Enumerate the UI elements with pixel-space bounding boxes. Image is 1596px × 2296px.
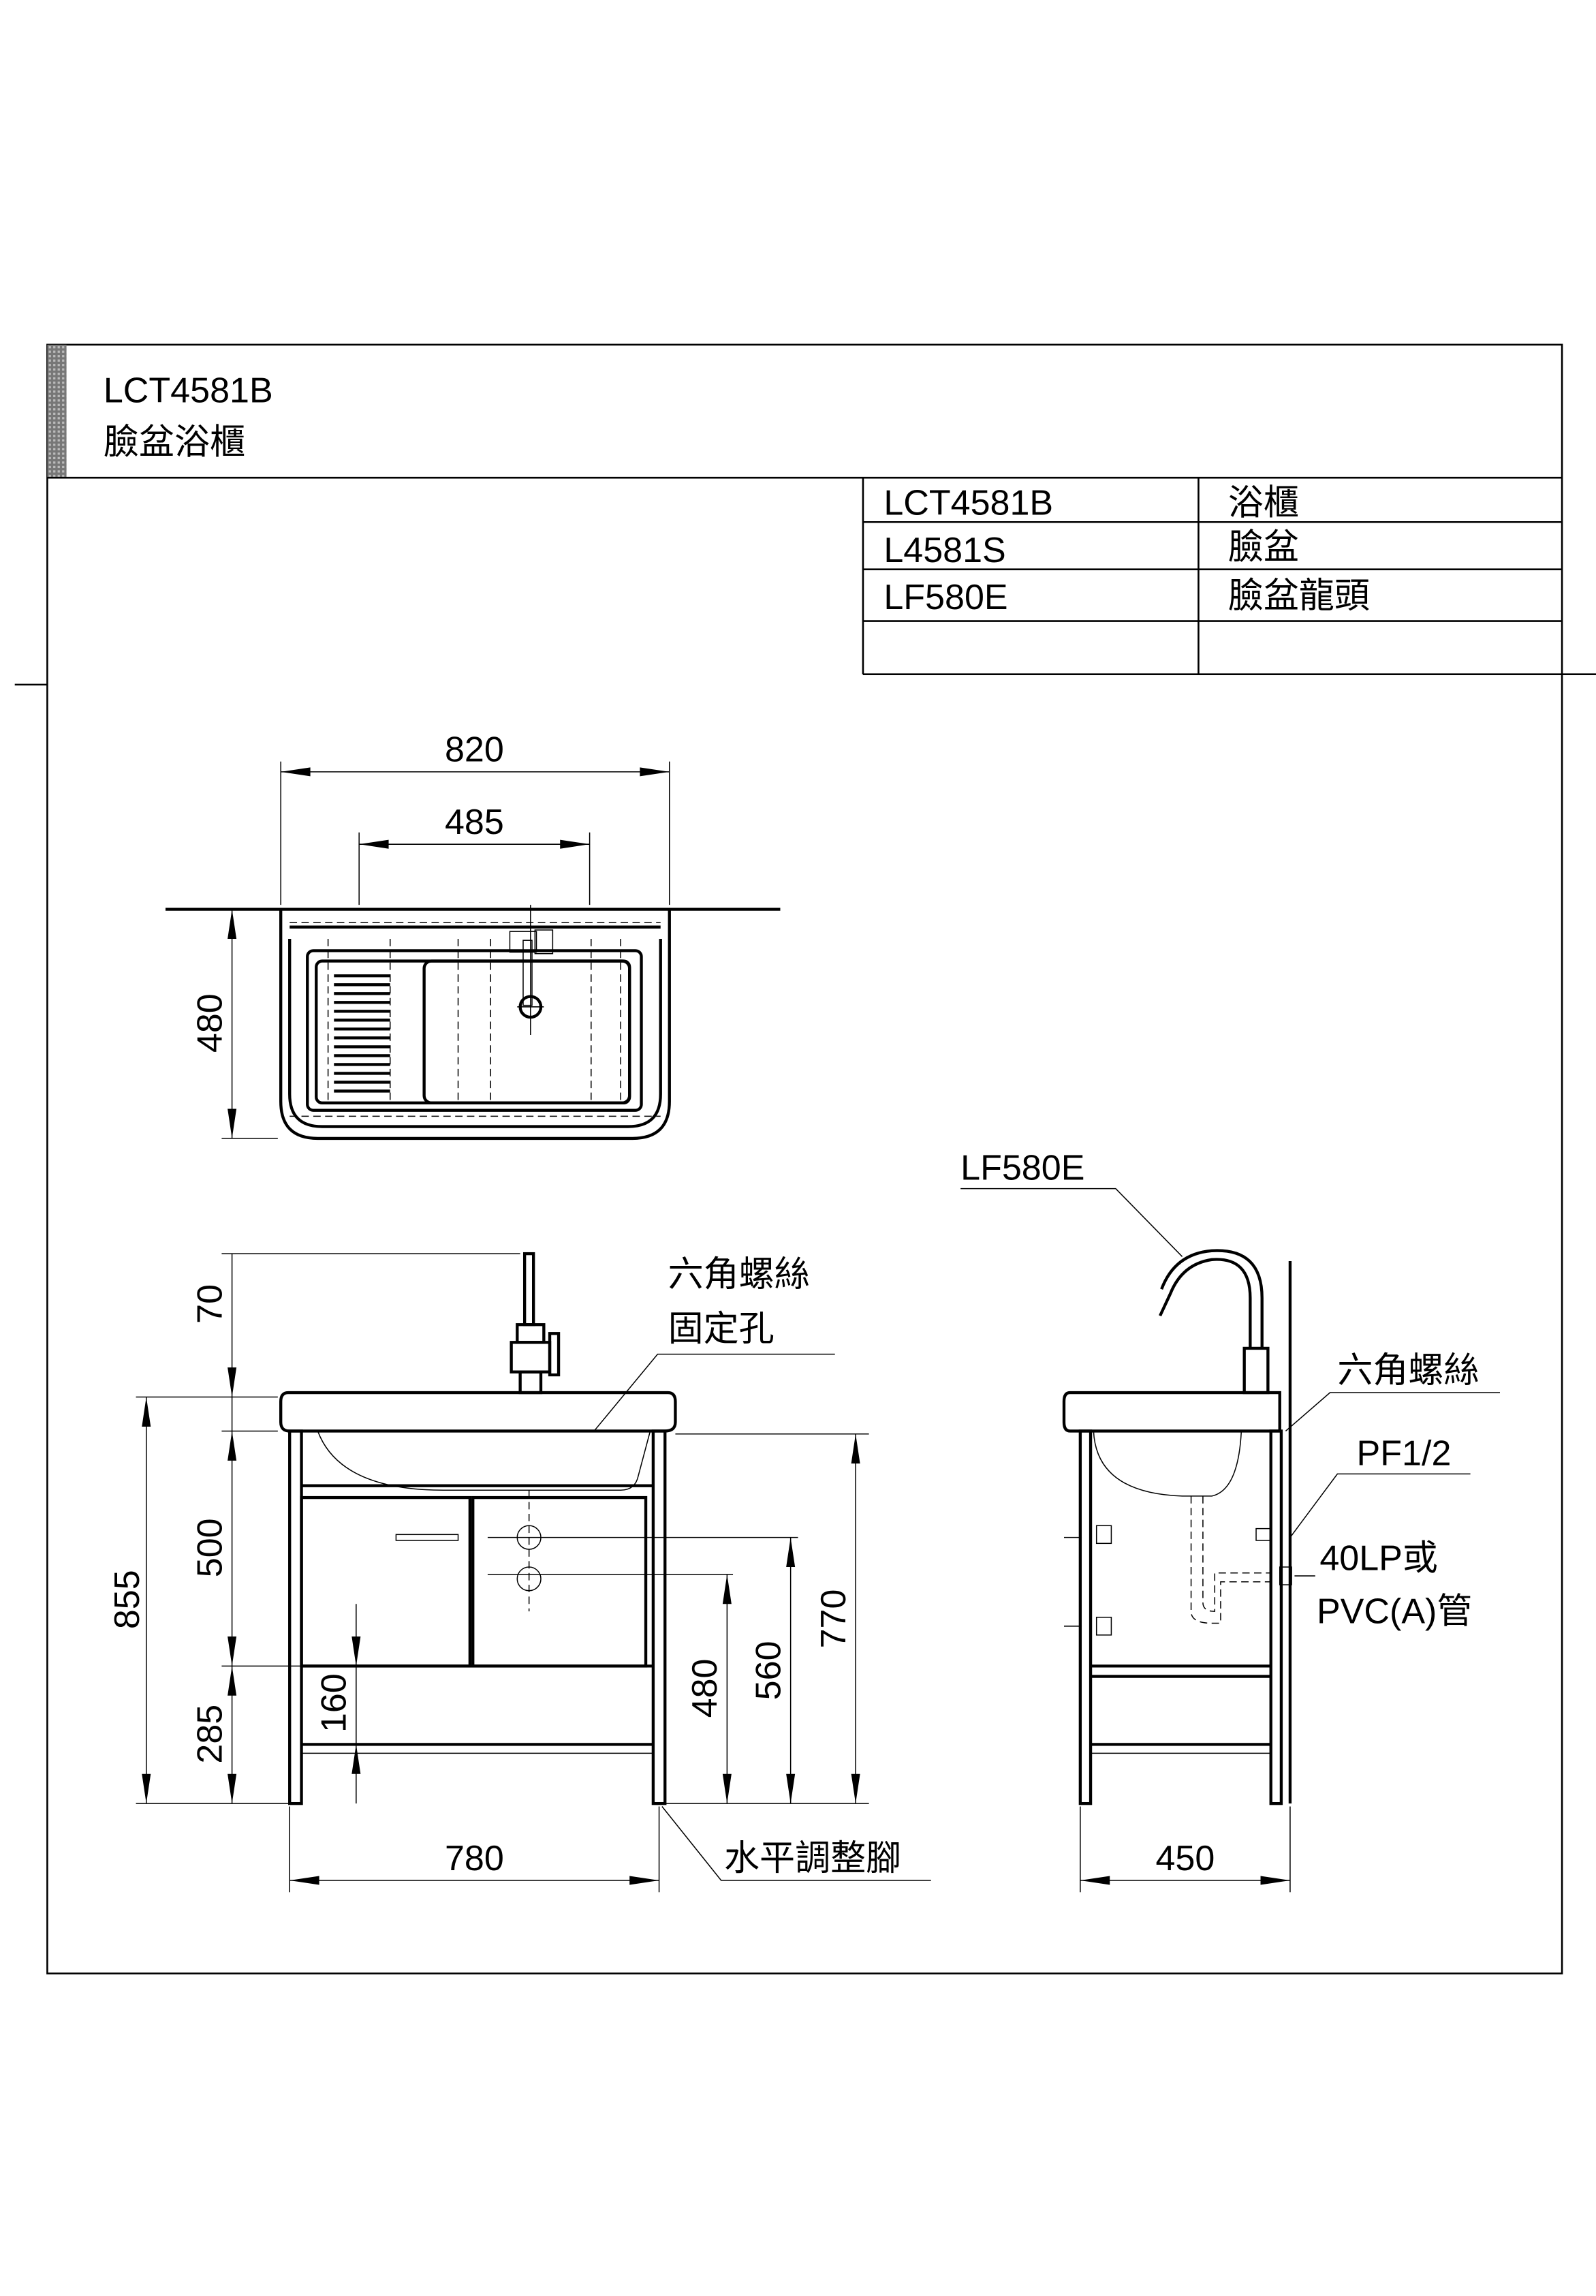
model-title: LCT4581B: [104, 371, 273, 411]
sheet-frame: [14, 343, 1596, 1974]
label-pipe-40lp: 40LP或: [1319, 1538, 1438, 1578]
side-view: LF580E 六角螺絲 PF1/2 40LP或 PVC(A)管 450: [960, 1149, 1500, 1893]
drain-grooves: [334, 974, 390, 1093]
dim-780: 780: [445, 1839, 504, 1878]
dim-770: 770: [814, 1589, 854, 1649]
dim-485: 485: [445, 803, 504, 842]
top-view: 820 485 480: [165, 730, 781, 1141]
dim-285: 285: [190, 1705, 230, 1764]
dim-450: 450: [1155, 1839, 1215, 1878]
label-pipe-pvc: PVC(A)管: [1317, 1592, 1472, 1631]
front-view: 六角螺絲 固定孔 水平調整腳 855 70 500 285 160 480 56…: [108, 1252, 931, 1893]
label-leveling-foot: 水平調整腳: [724, 1839, 901, 1878]
table-row-code: LCT4581B: [883, 483, 1053, 523]
dim-855: 855: [108, 1570, 147, 1629]
dim-500: 500: [190, 1518, 230, 1577]
title-block: LCT4581B 臉盆浴櫃: [104, 371, 273, 463]
label-fixing-hole: 固定孔: [668, 1309, 774, 1349]
dim-820: 820: [445, 730, 504, 770]
dim-560: 560: [749, 1641, 788, 1700]
table-row-code: LF580E: [883, 578, 1007, 617]
table-row-desc: 浴櫃: [1228, 483, 1299, 523]
product-name: 臉盆浴櫃: [104, 422, 245, 462]
faucet-side: [1159, 1249, 1270, 1395]
table-row-code: L4581S: [883, 531, 1005, 570]
dim-480-depth: 480: [190, 993, 230, 1053]
label-hex-screw-side: 六角螺絲: [1337, 1351, 1479, 1391]
dim-70: 70: [190, 1284, 230, 1324]
dim-160: 160: [315, 1673, 354, 1733]
label-faucet-model: LF580E: [960, 1149, 1084, 1188]
label-pf-half: PF1/2: [1357, 1433, 1452, 1473]
dim-480-drain: 480: [685, 1659, 725, 1718]
parts-table: LCT4581B 浴櫃 L4581S 臉盆 LF580E 臉盆龍頭: [862, 478, 1563, 675]
table-row-desc: 臉盆: [1228, 527, 1299, 567]
label-hex-screw: 六角螺絲: [668, 1255, 810, 1294]
table-row-desc: 臉盆龍頭: [1228, 576, 1370, 616]
faucet: [510, 1252, 561, 1395]
